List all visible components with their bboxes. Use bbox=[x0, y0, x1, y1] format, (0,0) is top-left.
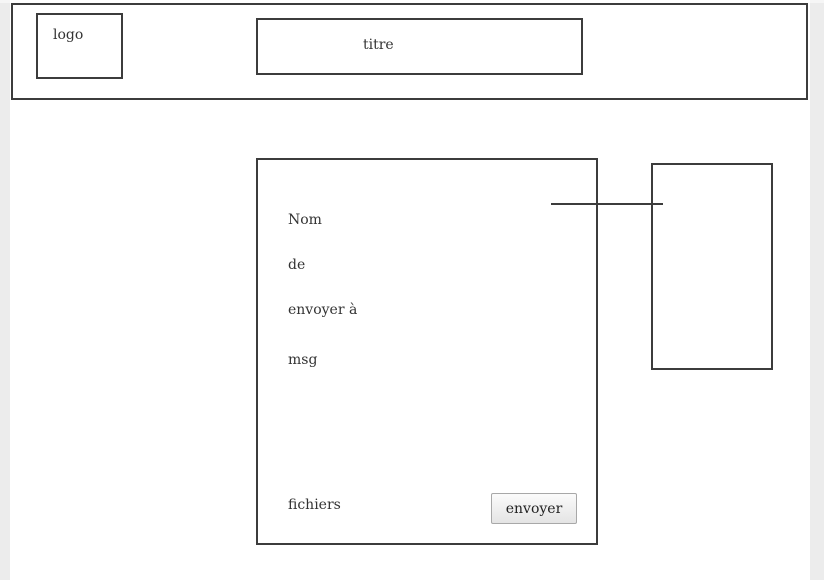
logo-label: logo bbox=[53, 27, 84, 43]
connector-line bbox=[551, 203, 663, 205]
page-title: titre bbox=[363, 37, 394, 53]
send-to-field-label: envoyer à bbox=[288, 302, 358, 318]
title-box bbox=[256, 18, 583, 75]
side-panel bbox=[651, 163, 773, 370]
name-field-label: Nom bbox=[288, 212, 322, 228]
message-field-label: msg bbox=[288, 352, 318, 368]
send-button[interactable]: envoyer bbox=[491, 493, 577, 524]
files-field-label: fichiers bbox=[288, 497, 341, 513]
logo-box bbox=[36, 13, 123, 79]
contact-form-panel bbox=[256, 158, 598, 545]
header-panel bbox=[11, 3, 808, 100]
from-field-label: de bbox=[288, 257, 306, 273]
wireframe-canvas bbox=[10, 0, 810, 580]
